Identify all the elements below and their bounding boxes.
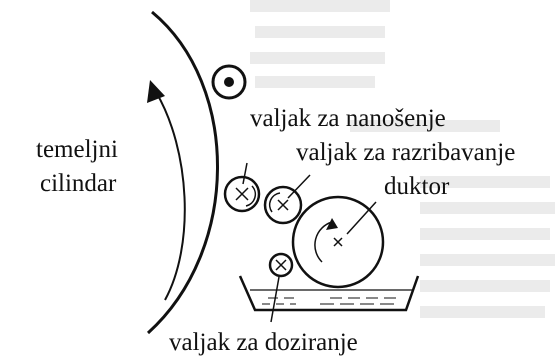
- base-cylinder-arc: [146, 10, 219, 335]
- label-temeljni: temeljni: [36, 136, 118, 163]
- label-razribavanje: valjak za razribavanje: [296, 139, 515, 166]
- vibrator-roller: [263, 185, 303, 225]
- ink-trough: [238, 275, 420, 312]
- label-nanosenje: valjak za nanošenje: [250, 105, 446, 132]
- applicator-roller: [223, 175, 261, 213]
- leader-doziranje: [270, 276, 280, 323]
- leader-razribavanje: [287, 174, 311, 199]
- rotation-arrow: [155, 91, 186, 301]
- leader-duktor: [346, 201, 377, 235]
- label-duktor: duktor: [384, 173, 450, 200]
- leader-nanosenje: [242, 162, 248, 185]
- bleed-through-background: [250, 0, 555, 318]
- ductor-roller: [291, 195, 385, 289]
- rotation-arrowhead: [147, 80, 165, 103]
- label-doziranje: valjak za doziranje: [169, 329, 358, 356]
- dosing-roller: [268, 252, 294, 278]
- top-roller: [211, 64, 247, 100]
- label-cilindar: cilindar: [40, 170, 117, 197]
